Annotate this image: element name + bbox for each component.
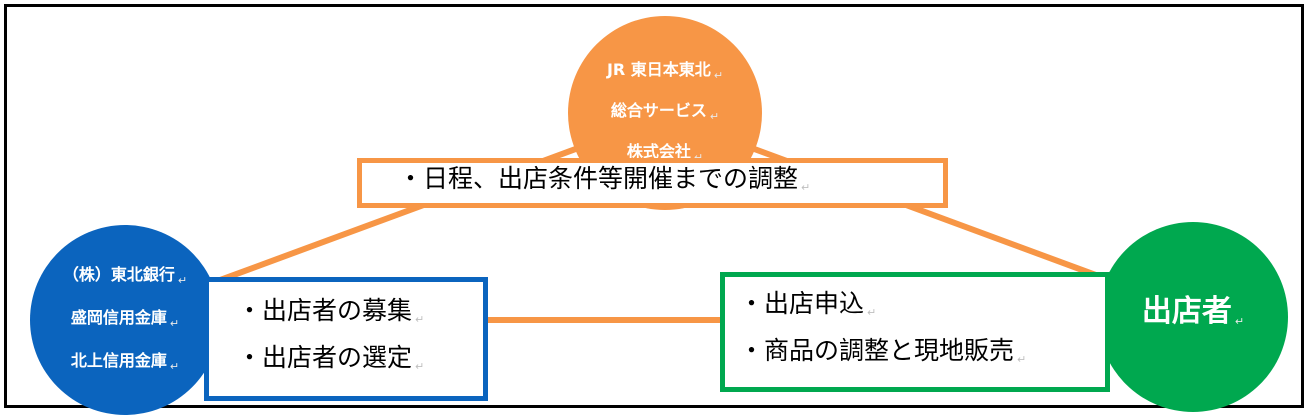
box-right-line-2: ・商品の調整と現地販売↵ [739, 336, 1027, 366]
box-top-line-1: ・日程、出店条件等開催までの調整↵ [398, 163, 811, 194]
paragraph-mark-icon: ↵ [1234, 315, 1245, 328]
paragraph-mark-icon: ↵ [1017, 353, 1027, 366]
paragraph-mark-icon: ↵ [177, 273, 188, 287]
box-right-line-1: ・出店申込↵ [739, 289, 877, 319]
box-application-sales: ・出店申込↵ ・商品の調整と現地販売↵ [720, 272, 1110, 392]
paragraph-mark-icon: ↵ [169, 316, 180, 330]
paragraph-mark-icon: ↵ [415, 313, 425, 326]
box-left-line-2: ・出店者の選定↵ [237, 343, 425, 373]
paragraph-mark-icon: ↵ [801, 180, 811, 194]
box-recruitment: ・出店者の募集↵ ・出店者の選定↵ [204, 277, 488, 401]
paragraph-mark-icon: ↵ [709, 109, 720, 123]
node-banks: （株）東北銀行↵ 盛岡信用金庫↵ 北上信用金庫↵ [30, 225, 220, 415]
node-bank-line-3: 北上信用金庫↵ [70, 350, 180, 373]
node-jr-line-2: 総合サービス↵ [610, 100, 720, 123]
node-bank-line-2: 盛岡信用金庫↵ [70, 307, 180, 330]
node-jr-line-3: 株式会社↵ [626, 141, 704, 164]
box-left-line-1: ・出店者の募集↵ [237, 296, 425, 326]
node-jr-line-1: JR 東日本東北↵ [606, 59, 724, 82]
node-shop-line-1: 出店者↵ [1141, 294, 1245, 329]
box-schedule-coordination: ・日程、出店条件等開催までの調整↵ [357, 158, 948, 208]
paragraph-mark-icon: ↵ [169, 359, 180, 373]
paragraph-mark-icon: ↵ [415, 360, 425, 373]
paragraph-mark-icon: ↵ [867, 306, 877, 319]
node-bank-line-1: （株）東北銀行↵ [62, 264, 188, 287]
node-exhibitors: 出店者↵ [1098, 222, 1288, 412]
paragraph-mark-icon: ↵ [693, 150, 704, 164]
diagram-frame [4, 4, 1304, 408]
paragraph-mark-icon: ↵ [713, 68, 724, 82]
